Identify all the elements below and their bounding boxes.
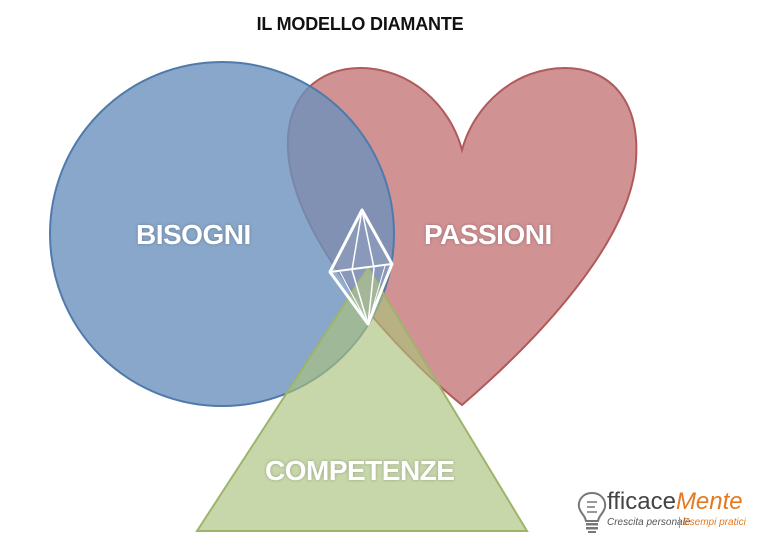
skills-label: COMPETENZE — [265, 455, 455, 486]
brand-tagline-left: Crescita personale — [607, 517, 691, 528]
efficacemente-logo: fficaceMente Crescita personale Esempi p… — [575, 488, 755, 538]
brand-tagline-right: Esempi pratici — [679, 517, 746, 528]
brand-name-part2: Mente — [675, 488, 743, 515]
diamond-icon — [328, 208, 394, 326]
needs-label: BISOGNI — [136, 219, 251, 250]
brand-name-part1: fficace — [607, 488, 676, 515]
diagram-title: IL MODELLO DIAMANTE — [256, 14, 464, 34]
needs-circle — [49, 61, 395, 407]
lightbulb-icon — [577, 491, 607, 533]
brand-name: fficaceMente — [607, 488, 743, 516]
passions-label: PASSIONI — [424, 219, 552, 250]
skills-triangle — [195, 266, 529, 532]
